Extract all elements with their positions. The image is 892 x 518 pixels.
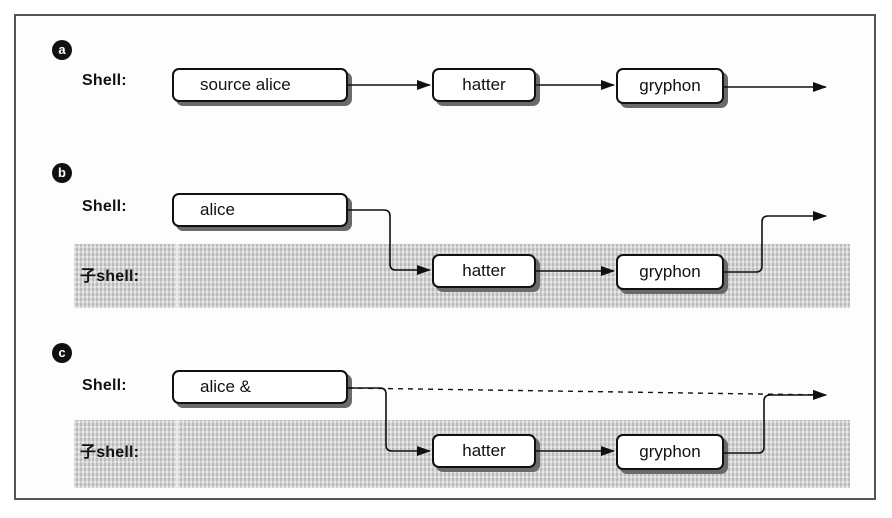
arrow-b-shell-to-hatter bbox=[348, 209, 431, 275]
panel-b-shell-label: Shell: bbox=[82, 198, 127, 215]
panel-c-subshell-label: 子shell: bbox=[80, 444, 140, 461]
subshell-band-b-divider bbox=[176, 244, 178, 308]
panel-b-shell-box: alice bbox=[172, 193, 348, 227]
arrow-c-shell-to-hatter bbox=[348, 387, 431, 456]
panel-a-gryphon-box: gryphon bbox=[616, 68, 724, 104]
arrow-b-gryphon-out bbox=[724, 211, 827, 273]
panel-a-shell-box: source alice bbox=[172, 68, 348, 102]
panel-a-marker: a bbox=[52, 40, 72, 60]
arrow-c-gryphon-out bbox=[724, 390, 827, 454]
subshell-band-c-divider bbox=[176, 420, 178, 488]
panel-a-shell-label: Shell: bbox=[82, 72, 127, 89]
panel-b-subshell-label: 子shell: bbox=[80, 268, 140, 285]
panel-c-hatter-box: hatter bbox=[432, 434, 536, 468]
arrow-c-shell-dashed-out bbox=[347, 387, 827, 400]
panel-c-shell-label: Shell: bbox=[82, 377, 127, 394]
panel-c-shell-box: alice & bbox=[172, 370, 348, 404]
panel-c-marker: c bbox=[52, 343, 72, 363]
panel-c-gryphon-box: gryphon bbox=[616, 434, 724, 470]
panel-b-hatter-box: hatter bbox=[432, 254, 536, 288]
panel-b-gryphon-box: gryphon bbox=[616, 254, 724, 290]
panel-b-marker: b bbox=[52, 163, 72, 183]
panel-a-hatter-box: hatter bbox=[432, 68, 536, 102]
